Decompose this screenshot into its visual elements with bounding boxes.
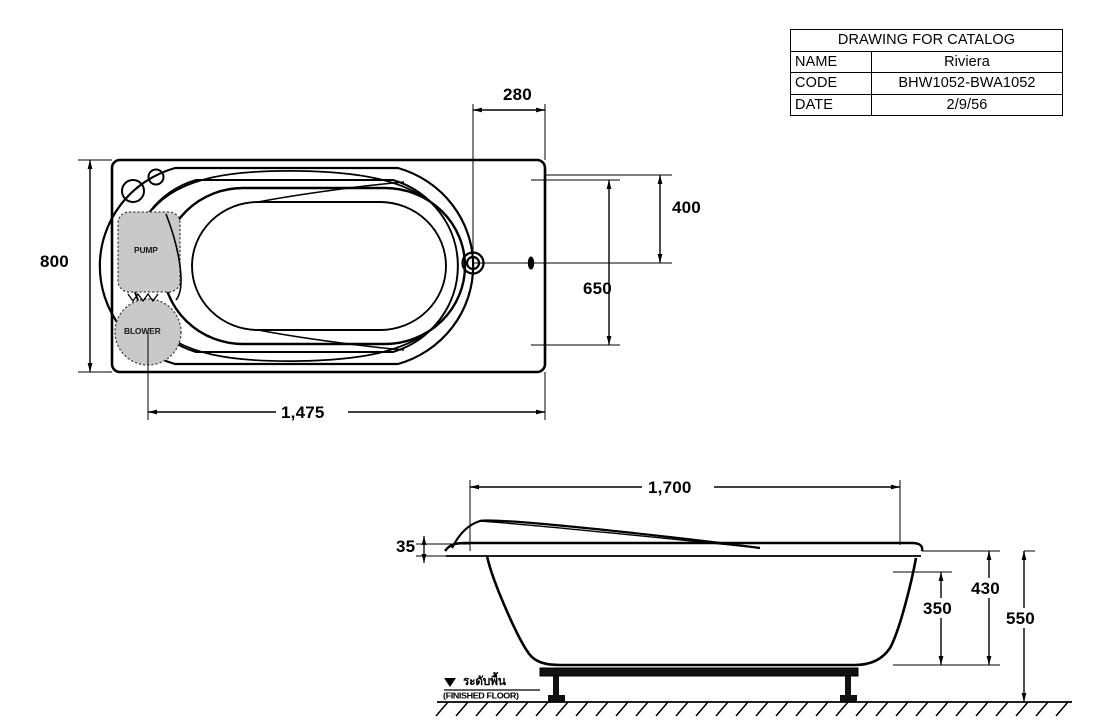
dim-label-650: 650 (583, 279, 612, 298)
plan-rim-oval-outer (98, 166, 475, 366)
section-view-group (416, 477, 1072, 717)
floor-note-thai: ระดับพื้น (463, 674, 506, 688)
dim-label-1475: 1,475 (281, 403, 325, 422)
section-support-frame (539, 667, 859, 677)
section-rim-top (444, 541, 924, 552)
title-block-key-code: CODE (790, 72, 872, 95)
dim-label-800: 800 (40, 252, 69, 271)
dim-text-mask-430 (969, 578, 1013, 598)
faucet-hole-small-icon (147, 168, 165, 186)
title-block-value-code: BHW1052-BWA1052 (871, 72, 1063, 95)
title-block-key-name: NAME (790, 50, 872, 74)
plan-taper-line-top (257, 181, 405, 203)
plan-view-group (78, 104, 672, 422)
dim-label-400: 400 (672, 198, 701, 217)
blower-module-label: BLOWER (124, 326, 161, 336)
title-block-key-date: DATE (790, 93, 872, 117)
plan-seat-curve-bottom (151, 321, 429, 362)
floor-hatching (435, 701, 1069, 717)
dim-text-mask-350 (921, 598, 965, 618)
dim-text-mask-1700 (642, 477, 714, 498)
dim-text-mask-1475 (276, 402, 348, 422)
section-leg-left (553, 676, 559, 699)
faucet-hole-large-icon (121, 179, 145, 203)
dim-text-mask-550 (1004, 608, 1048, 628)
pump-hose-line (165, 213, 182, 301)
section-leg-left-foot (548, 695, 565, 702)
title-block: DRAWING FOR CATALOG NAME Riviera CODE BH… (790, 29, 1063, 117)
title-block-row-code: CODE BHW1052-BWA1052 (790, 72, 1063, 95)
section-backrest-wedge (451, 519, 761, 550)
title-block-value-date: 2/9/56 (871, 93, 1063, 117)
pump-blower-connector (127, 292, 159, 303)
floor-note-english: (FINISHED FLOOR) (443, 691, 519, 701)
pump-module-label: PUMP (134, 245, 158, 255)
plan-bowl-outline (161, 186, 467, 346)
title-block-header: DRAWING FOR CATALOG (790, 29, 1063, 52)
plan-seat-curve-top (151, 170, 429, 211)
plan-taper-line-bottom (257, 329, 405, 351)
plan-bowl-base (191, 201, 447, 331)
dim-label-35: 35 (396, 537, 416, 556)
pump-module-shape (117, 211, 181, 293)
dim-label-430: 430 (971, 579, 1000, 598)
dim-label-280: 280 (503, 85, 532, 104)
section-leg-right (845, 676, 851, 699)
plan-outer-rim (110, 158, 547, 374)
title-block-value-name: Riviera (871, 50, 1063, 74)
section-backrest-inner (479, 520, 761, 549)
title-block-row-date: DATE 2/9/56 (790, 93, 1063, 117)
title-block-row-name: NAME Riviera (790, 50, 1063, 74)
section-leg-right-foot (840, 695, 857, 702)
section-tub-body (485, 555, 918, 667)
dim-label-1700: 1,700 (648, 478, 692, 497)
title-block-header-row: DRAWING FOR CATALOG (790, 29, 1063, 52)
floor-level-marker-icon (444, 678, 456, 687)
dim-label-350: 350 (923, 599, 952, 618)
dim-label-550: 550 (1006, 609, 1035, 628)
